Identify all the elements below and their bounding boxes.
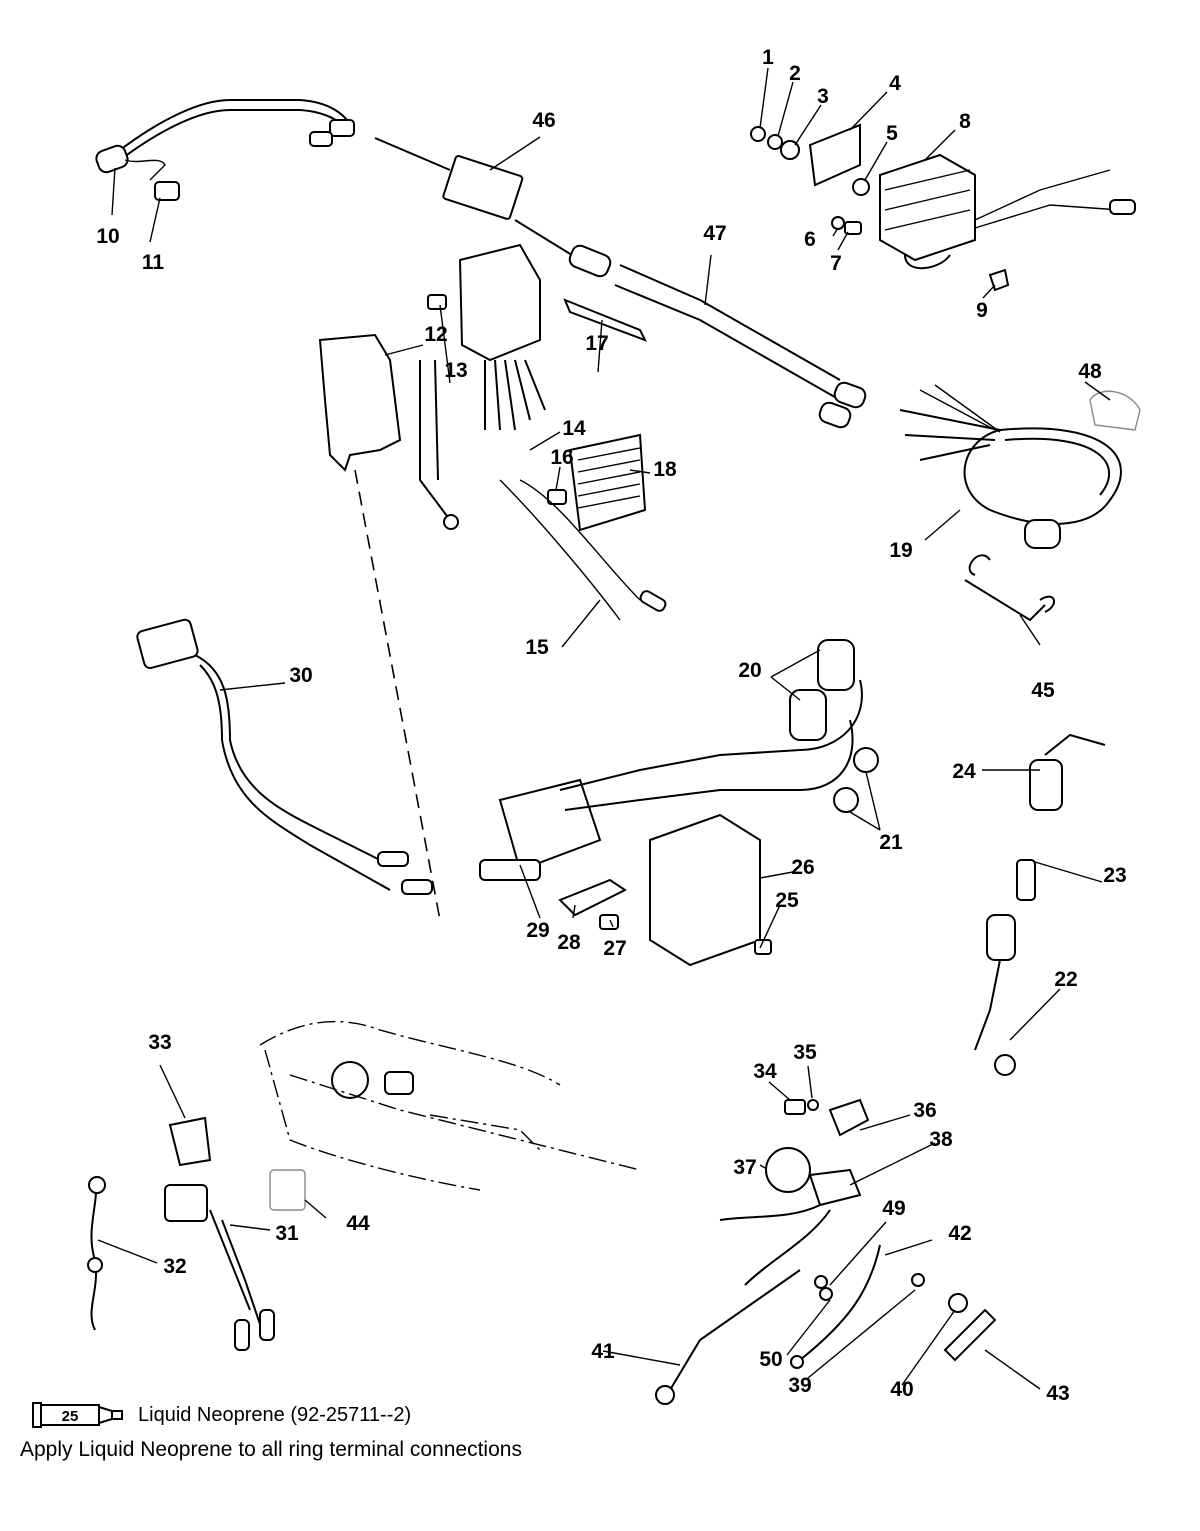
sensor-harness <box>95 99 355 201</box>
callout-9: 9 <box>976 299 988 322</box>
callout-23: 23 <box>1103 864 1126 887</box>
callout-24: 24 <box>952 760 976 783</box>
harness-47 <box>614 264 867 429</box>
callout-1: 1 <box>762 46 774 69</box>
callout-13: 13 <box>444 359 467 382</box>
sealant-legend: 25 Liquid Neoprene (92-25711--2) <box>32 1400 411 1430</box>
fuse-assembly <box>974 733 1106 1076</box>
callout-21: 21 <box>879 831 903 854</box>
callout-43: 43 <box>1046 1382 1069 1405</box>
callout-39: 39 <box>788 1374 811 1397</box>
callout-46: 46 <box>532 109 555 132</box>
callout-10: 10 <box>96 225 119 248</box>
callout-42: 42 <box>948 1222 971 1245</box>
sealant-legend-text: Liquid Neoprene (92-25711--2) <box>138 1403 412 1426</box>
dashed-leader <box>354 469 441 921</box>
callout-38: 38 <box>929 1128 953 1151</box>
callout-37: 37 <box>733 1156 756 1179</box>
harness-30 <box>136 618 433 895</box>
coil-assembly <box>479 639 879 967</box>
callout-50: 50 <box>759 1348 782 1371</box>
callout-19: 19 <box>889 539 912 562</box>
callout-6: 6 <box>804 228 816 251</box>
cowl-outline <box>259 1020 641 1191</box>
retainer-45 <box>964 554 1055 622</box>
callout-27: 27 <box>603 937 626 960</box>
solenoid-assembly <box>655 1098 997 1405</box>
callout-36: 36 <box>913 1099 936 1122</box>
leader-lines <box>97 67 1111 1390</box>
callout-15: 15 <box>525 636 549 659</box>
callout-7: 7 <box>830 252 842 275</box>
application-note: Apply Liquid Neoprene to all ring termin… <box>20 1438 522 1461</box>
left-connectors <box>87 1116 306 1351</box>
callout-8: 8 <box>959 110 971 133</box>
callout-26: 26 <box>791 856 814 879</box>
callout-48: 48 <box>1078 360 1102 383</box>
callout-5: 5 <box>886 122 898 145</box>
callout-47: 47 <box>703 222 726 245</box>
sealant-tube-number: 25 <box>62 1408 79 1425</box>
callout-28: 28 <box>557 931 581 954</box>
callout-31: 31 <box>275 1222 299 1245</box>
inline-module-46 <box>374 137 612 278</box>
callout-22: 22 <box>1054 968 1077 991</box>
regulator-assembly <box>750 123 1136 292</box>
callout-29: 29 <box>526 919 549 942</box>
callout-14: 14 <box>562 417 586 440</box>
callout-17: 17 <box>585 332 608 355</box>
callout-35: 35 <box>793 1041 817 1064</box>
sealant-tube-icon: 25 <box>32 1402 123 1428</box>
clip-48 <box>1089 390 1141 431</box>
callout-3: 3 <box>817 85 829 108</box>
callout-30: 30 <box>289 664 312 687</box>
callout-40: 40 <box>890 1378 913 1401</box>
harness-19 <box>899 384 1122 549</box>
callout-18: 18 <box>653 458 677 481</box>
callout-49: 49 <box>882 1197 905 1220</box>
callout-16: 16 <box>550 446 573 469</box>
callout-20: 20 <box>738 659 761 682</box>
callout-25: 25 <box>775 889 799 912</box>
callout-12: 12 <box>424 323 447 346</box>
ignition-module-assembly <box>318 243 667 621</box>
callout-labels: 1 2 3 4 5 6 7 8 9 10 11 12 13 14 15 16 1… <box>96 46 1126 1405</box>
callout-41: 41 <box>591 1340 615 1363</box>
callout-32: 32 <box>163 1255 186 1278</box>
callout-44: 44 <box>346 1212 370 1235</box>
callout-34: 34 <box>753 1060 777 1083</box>
callout-4: 4 <box>889 72 901 95</box>
callout-11: 11 <box>142 251 165 274</box>
callout-33: 33 <box>148 1031 171 1054</box>
callout-45: 45 <box>1031 679 1055 702</box>
callout-2: 2 <box>789 62 801 85</box>
